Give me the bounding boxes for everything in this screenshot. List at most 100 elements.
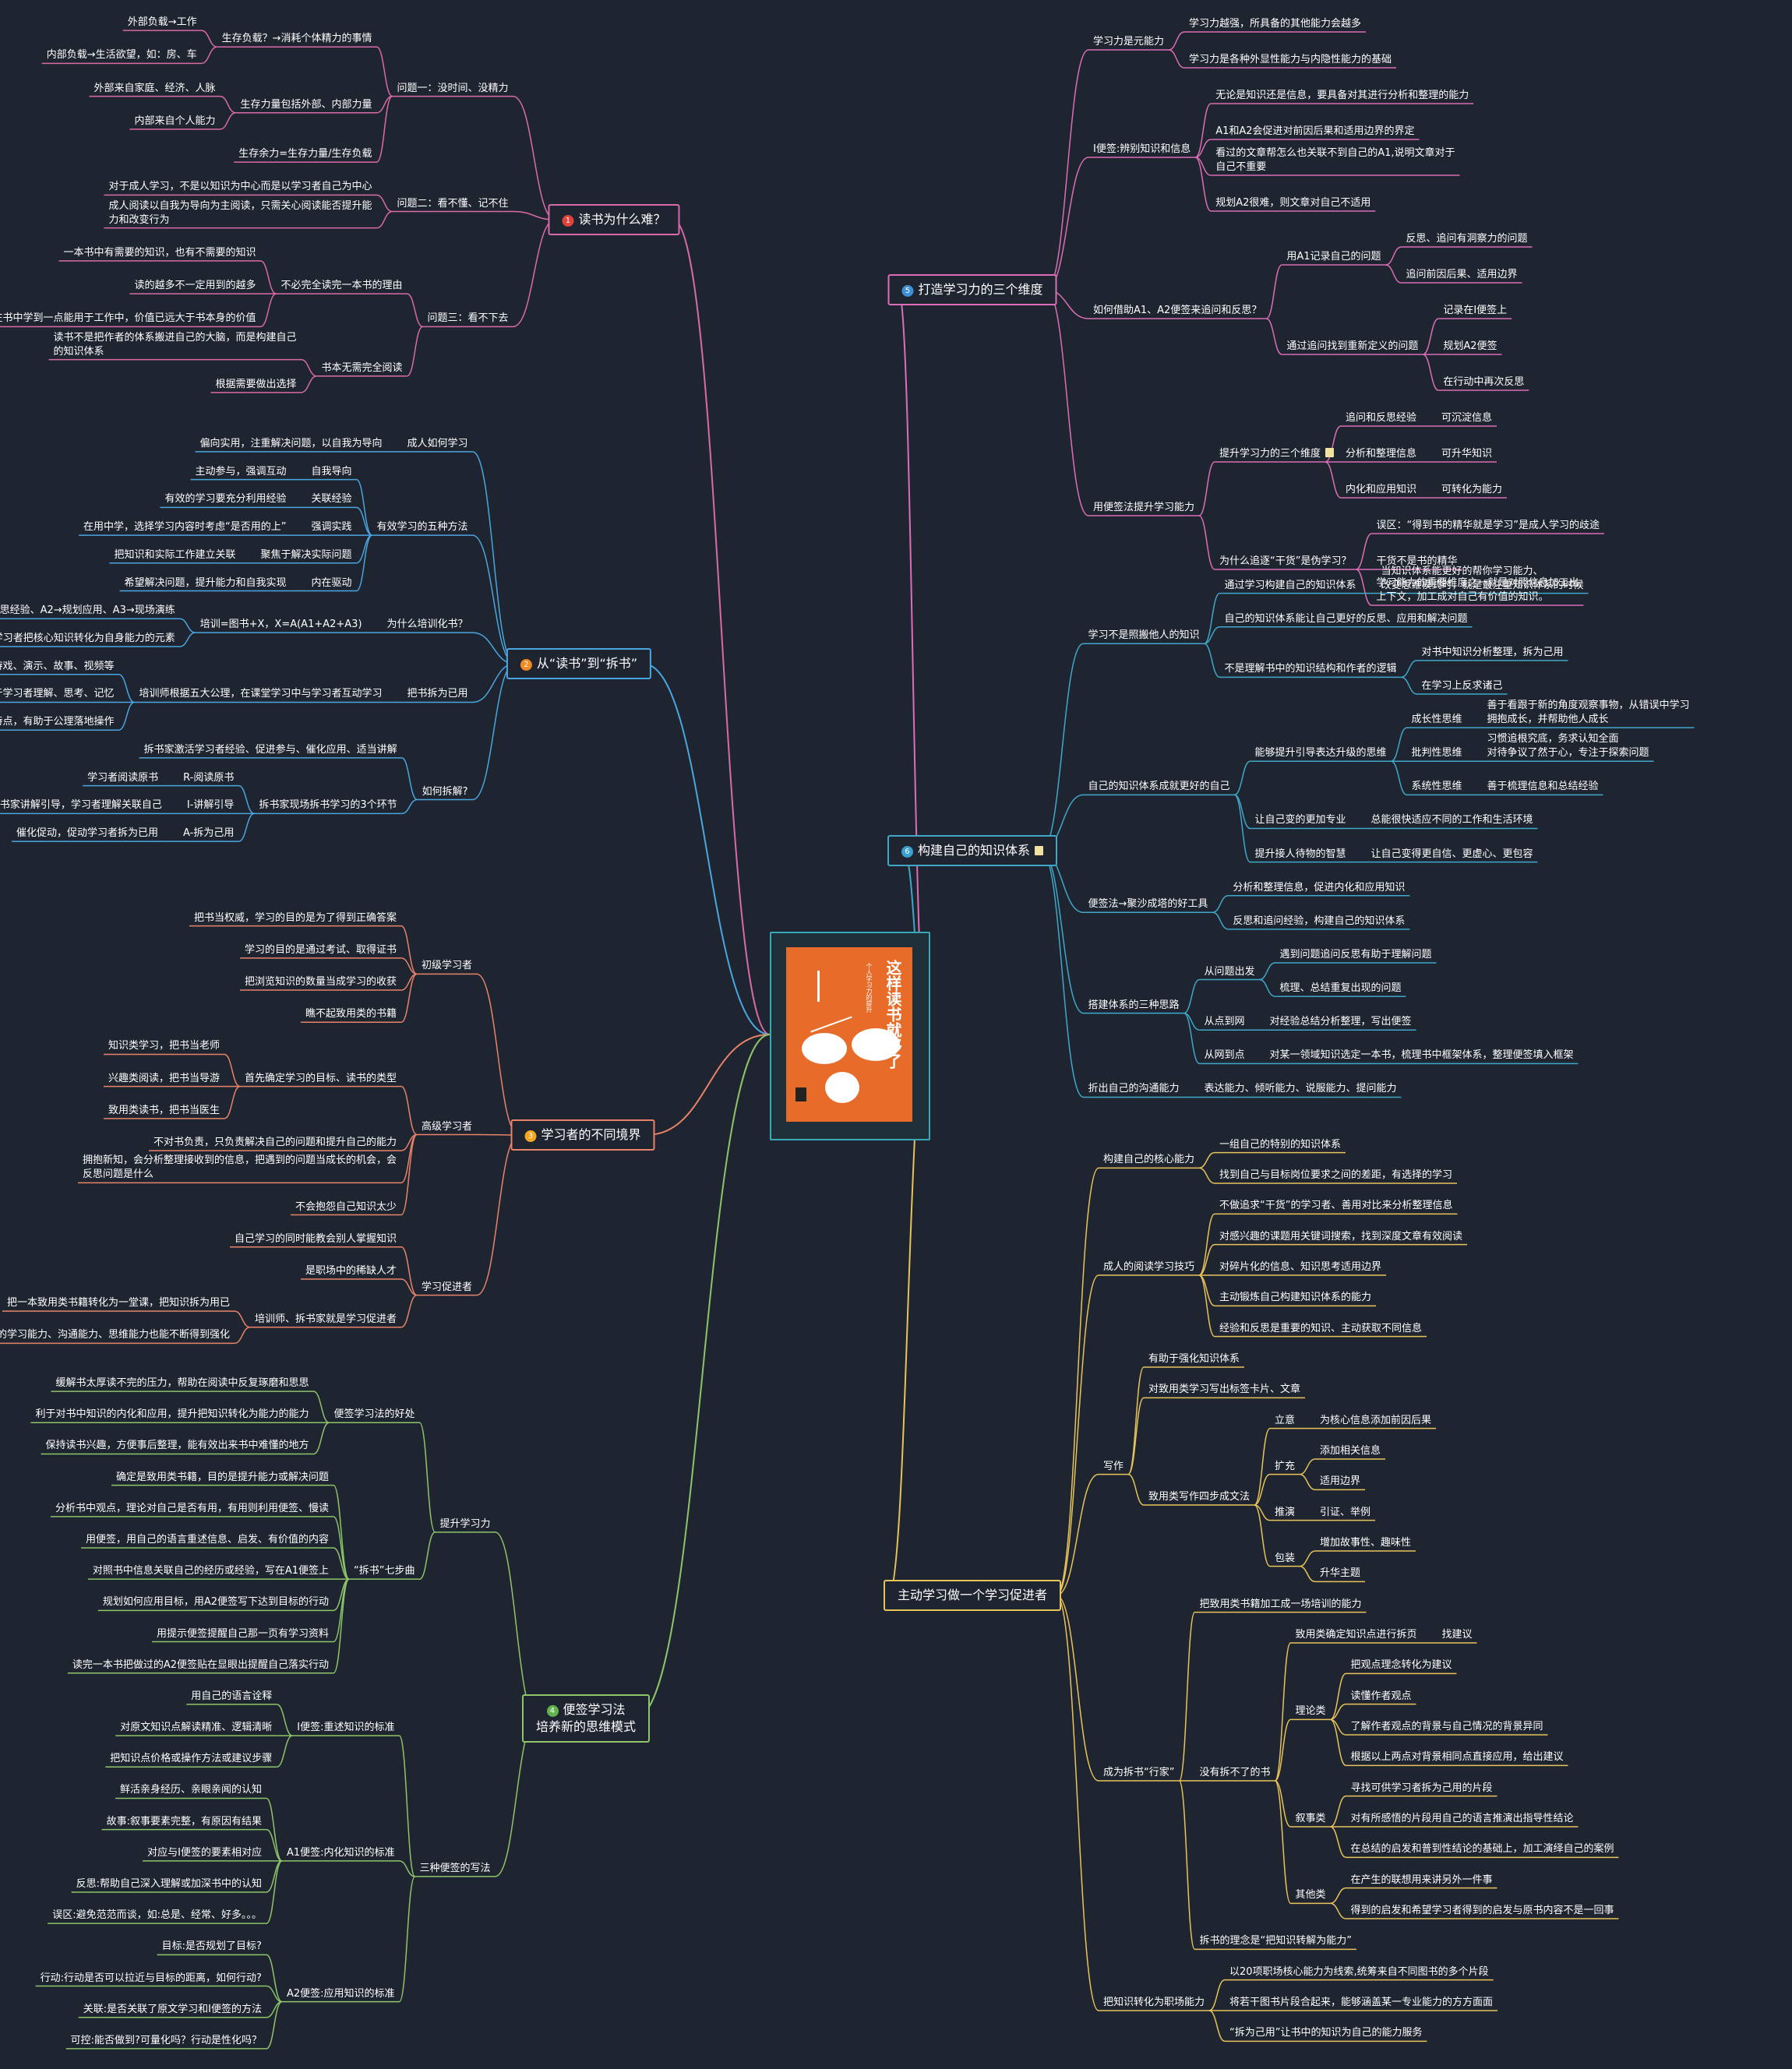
mind-node-88[interactable]: A1便签:内化知识的标准 xyxy=(287,1846,395,1860)
mind-node-129[interactable]: 当知识体系能更好的帮你学习能力、 改变思维模式时，就是最注重知识体系的时候 xyxy=(1381,565,1584,593)
mind-node-70[interactable]: 提升学习力 xyxy=(439,1517,490,1531)
mind-node-60[interactable]: 致用类读书，把书当医生 xyxy=(108,1104,220,1118)
mind-node-103[interactable]: 无论是知识还是信息，要具备对其进行分析和整理的能力 xyxy=(1215,89,1469,103)
mind-node-100[interactable]: 学习力越强，所具备的其他能力会越多 xyxy=(1189,17,1361,31)
mind-node-31[interactable]: 内在驱动 xyxy=(312,576,352,590)
mind-node-139[interactable]: 习惯追根究底，务求认知全面 对待争议了然于心，专注于探索问题 xyxy=(1487,732,1649,760)
mind-node-104[interactable]: A1和A2会促进对前因后果和适用边界的界定 xyxy=(1215,125,1414,139)
mind-node-38[interactable]: 培训师根据五大公理，在课堂学习中与学习者互动学习 xyxy=(139,687,383,701)
mind-node-124[interactable]: 误区：“得到书的精华就是学习”是成人学习的歧途 xyxy=(1376,519,1599,533)
mind-node-91[interactable]: 对应与I便签的要素相对应 xyxy=(147,1846,262,1860)
mind-node-95[interactable]: 目标:是否规划了目标? xyxy=(162,1940,262,1954)
mind-node-39[interactable]: 通过游戏、演示、故事、视频等 xyxy=(0,660,115,674)
mind-node-187[interactable]: 理论类 xyxy=(1295,1704,1325,1718)
mind-node-11[interactable]: 成人阅读以自我为导向为主阅读，只需关心阅读能否提升能 力和改变行为 xyxy=(108,199,372,227)
mind-node-5[interactable]: 生存力量包括外部、内部力量 xyxy=(240,98,372,112)
mind-node-45[interactable]: R-阅读原书 xyxy=(183,771,234,785)
mind-node-120[interactable]: 可升华知识 xyxy=(1441,447,1492,461)
mind-node-175[interactable]: 添加相关信息 xyxy=(1320,1444,1381,1458)
mind-node-18[interactable]: 读书不是把作者的体系搬进自己的大脑，而是构建自己 的知识体系 xyxy=(53,331,296,359)
mind-node-50[interactable]: 催化促动，促动学习者拆为已用 xyxy=(16,827,158,841)
mind-node-52[interactable]: 把书当权威，学习的目的是为了得到正确答案 xyxy=(194,911,397,925)
mind-node-126[interactable]: 学习能力的重要维度之一就是对照信息加工出 上下文，加工成对自己有价值的知识。 xyxy=(1376,576,1579,604)
mind-node-9[interactable]: 问题二：看不懂、记不住 xyxy=(397,197,508,211)
mind-node-26[interactable]: 有效的学习要充分利用经验 xyxy=(165,492,287,506)
mind-node-16[interactable]: 在书中学到一点能用于工作中，价值已远大于书本身的价值 xyxy=(0,312,256,326)
mind-node-198[interactable]: 得到的启发和希望学习者得到的启发与原书内容不是一回事 xyxy=(1350,1904,1614,1918)
mind-node-107[interactable]: 如何借助A1、A2便签来追问和反思？ xyxy=(1093,304,1261,318)
mind-node-118[interactable]: 可沉淀信息 xyxy=(1441,411,1492,425)
mind-node-181[interactable]: 升华主题 xyxy=(1320,1567,1360,1581)
mind-node-74[interactable]: 保持读书兴趣，方便事后整理，能有效出来书中难懂的地方 xyxy=(45,1439,309,1453)
mind-node-125[interactable]: 干货不是书的精华 xyxy=(1376,555,1457,569)
mind-node-3[interactable]: 外部负载→工作 xyxy=(128,16,197,30)
mind-node-196[interactable]: 其他类 xyxy=(1295,1888,1325,1902)
mind-node-123[interactable]: 为什么追逐“干货”是伪学习？ xyxy=(1219,555,1351,569)
mind-node-121[interactable]: 内化和应用知识 xyxy=(1346,483,1416,497)
mind-node-42[interactable]: 如何拆解? xyxy=(422,785,468,799)
main-branch-7[interactable]: 主动学习做一个学习促进者 xyxy=(883,1580,1062,1611)
mind-node-23[interactable]: 自我导向 xyxy=(312,465,352,479)
mind-node-67[interactable]: 培训师、拆书家就是学习促进者 xyxy=(255,1313,397,1327)
mind-node-81[interactable]: 用提示便签提醒自己那一页有学习资料 xyxy=(157,1627,329,1641)
mind-node-24[interactable]: 主动参与，强调互动 xyxy=(196,465,287,479)
mind-node-202[interactable]: 将若干图书片段合起来，能够涵盖某一专业能力的方方面面 xyxy=(1229,1996,1493,2010)
mind-node-44[interactable]: 拆书家现场拆书学习的3个环节 xyxy=(259,798,397,812)
mind-node-19[interactable]: 根据需要做出选择 xyxy=(215,378,296,392)
mind-node-69[interactable]: 自己的学习能力、沟通能力、思维能力也能不断得到强化 xyxy=(0,1328,230,1342)
mind-node-152[interactable]: 梳理、总结重复出现的问题 xyxy=(1280,982,1402,996)
mind-node-138[interactable]: 批判性思维 xyxy=(1412,746,1462,760)
mind-node-29[interactable]: 聚焦于解决实际问题 xyxy=(261,548,352,562)
mind-node-25[interactable]: 关联经验 xyxy=(312,492,352,506)
mind-node-72[interactable]: 缓解书太厚读不完的压力，帮助在阅读中反复琢磨和思思 xyxy=(55,1376,309,1390)
mind-node-166[interactable]: 主动锻炼自己构建知识体系的能力 xyxy=(1219,1291,1371,1305)
mind-node-80[interactable]: 规划如何应用目标，用A2便签写下达到目标的行动 xyxy=(103,1595,329,1609)
mind-node-109[interactable]: 反思、追问有洞察力的问题 xyxy=(1406,232,1527,246)
mind-node-147[interactable]: 分析和整理信息，促进内化和应用知识 xyxy=(1233,881,1405,895)
mind-node-58[interactable]: 知识类学习，把书当老师 xyxy=(108,1039,220,1053)
mind-node-132[interactable]: 对书中知识分析整理，拆为己用 xyxy=(1422,646,1564,660)
mind-node-14[interactable]: 一本书中有需要的知识，也有不需要的知识 xyxy=(63,246,256,260)
mind-node-110[interactable]: 追问前因后果、适用边界 xyxy=(1406,268,1517,282)
mind-node-155[interactable]: 从网到点 xyxy=(1205,1049,1245,1063)
mind-node-156[interactable]: 对某一领域知识选定一本书，梳理书中框架体系，整理便签填入框架 xyxy=(1270,1049,1574,1063)
mind-node-180[interactable]: 增加故事性、趣味性 xyxy=(1320,1536,1411,1550)
mind-node-188[interactable]: 把观点理念转化为建议 xyxy=(1350,1658,1452,1672)
mind-node-84[interactable]: I便签:重述知识的标准 xyxy=(297,1721,394,1735)
mind-node-41[interactable]: 符合成人特点，有助于公理落地操作 xyxy=(0,715,115,729)
mind-node-61[interactable]: 不对书负责，只负责解决自己的问题和提升自己的能力 xyxy=(153,1136,397,1150)
mind-node-22[interactable]: 有效学习的五种方法 xyxy=(377,520,468,534)
mind-node-59[interactable]: 兴趣类阅读，把书当导游 xyxy=(108,1072,220,1086)
mind-node-43[interactable]: 拆书家激活学习者经验、促进参与、催化应用、适当讲解 xyxy=(144,743,397,757)
mind-node-12[interactable]: 问题三：看不下去 xyxy=(427,312,508,326)
mind-node-186[interactable]: 找建议 xyxy=(1441,1628,1472,1642)
mind-node-111[interactable]: 通过追问找到重新定义的问题 xyxy=(1286,340,1418,354)
mind-node-200[interactable]: 把知识转化为职场能力 xyxy=(1103,1996,1205,2010)
mind-node-17[interactable]: 书本无需完全阅读 xyxy=(321,361,402,375)
mind-node-85[interactable]: 用自己的语言诠释 xyxy=(191,1690,272,1704)
mind-node-160[interactable]: 一组自己的特别的知识体系 xyxy=(1219,1138,1341,1152)
mind-node-49[interactable]: A-拆为己用 xyxy=(183,827,234,841)
mind-node-162[interactable]: 成人的阅读学习技巧 xyxy=(1103,1260,1194,1274)
mind-node-75[interactable]: “拆书”七步曲 xyxy=(354,1564,414,1578)
mind-node-37[interactable]: 把书拆为已用 xyxy=(407,687,468,701)
mind-node-131[interactable]: 不是理解书中的知识结构和作者的逻辑 xyxy=(1225,662,1397,676)
mind-node-184[interactable]: 没有拆不了的书 xyxy=(1199,1766,1270,1780)
mind-node-13[interactable]: 不必完全读完一本书的理由 xyxy=(280,279,402,293)
mind-node-116[interactable]: 提升学习力的三个维度 xyxy=(1219,447,1335,461)
mind-node-96[interactable]: 行动:行动是否可以拉近与目标的距离，如何行动? xyxy=(41,1972,262,1986)
mind-node-8[interactable]: 生存余力=生存力量/生存负载 xyxy=(238,147,372,161)
mind-node-141[interactable]: 善于梳理信息和总结经验 xyxy=(1487,780,1599,794)
mind-node-137[interactable]: 善于看跟于新的角度观察事物，从错误中学习 拥抱成长，并帮助他人成长 xyxy=(1487,699,1690,727)
mind-node-183[interactable]: 把致用类书籍加工成一场培训的能力 xyxy=(1199,1598,1361,1612)
mind-node-40[interactable]: 有助于学习者理解、思考、记忆 xyxy=(0,687,115,701)
mind-node-203[interactable]: “拆为己用”让书中的知识为自己的能力服务 xyxy=(1229,2026,1422,2040)
mind-node-167[interactable]: 经验和反思是重要的知识、主动获取不同信息 xyxy=(1219,1322,1422,1336)
mind-node-57[interactable]: 首先确定学习的目标、读书的类型 xyxy=(245,1072,397,1086)
mind-node-101[interactable]: 学习力是各种外显性能力与内隐性能力的基础 xyxy=(1189,53,1392,67)
mind-node-68[interactable]: 把一本致用类书籍转化为一堂课，把知识拆为用已 xyxy=(7,1296,230,1310)
mind-node-78[interactable]: 用便签，用自己的语言重述信息、启发、有价值的内容 xyxy=(86,1533,329,1547)
